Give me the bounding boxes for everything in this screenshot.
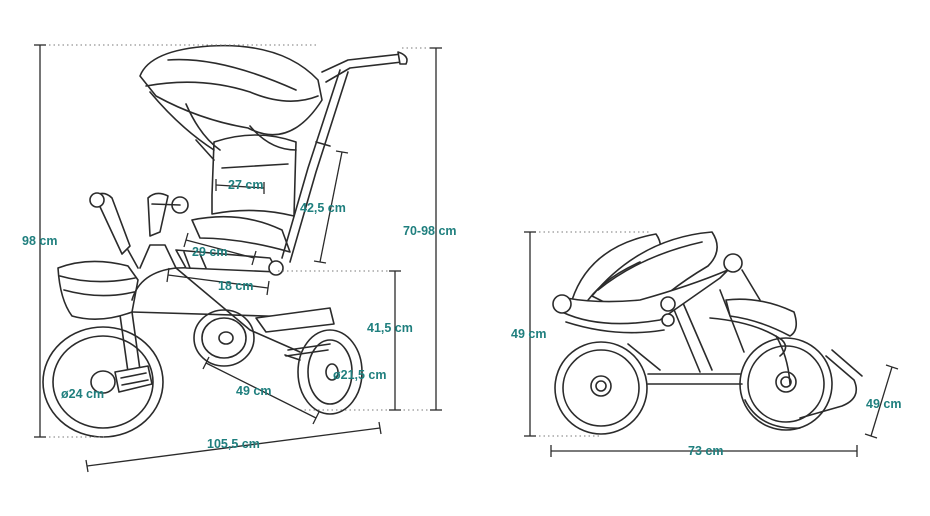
dimension-lines <box>34 44 899 473</box>
label-seat-depth: 18 cm <box>218 279 253 293</box>
label-front-wheel: ø24 cm <box>61 387 104 401</box>
label-backrest-width: 27 cm <box>228 178 263 192</box>
label-wheelbase-width: 49 cm <box>236 384 271 398</box>
label-folded-width: 49 cm <box>866 397 901 411</box>
label-folded-length: 73 cm <box>688 444 723 458</box>
label-seat-height: 41,5 cm <box>367 321 413 335</box>
label-backrest-height: 42,5 cm <box>300 201 346 215</box>
stroller-folded-drawing <box>552 231 863 435</box>
stroller-unfolded-drawing <box>42 44 408 438</box>
label-total-length: 105,5 cm <box>207 437 260 451</box>
label-seat-width: 29 cm <box>192 245 227 259</box>
label-total-height: 98 cm <box>22 234 57 248</box>
dimension-labels: 98 cm 70-98 cm 27 cm 42,5 cm 29 cm 18 cm… <box>22 178 901 458</box>
label-handle-height: 70-98 cm <box>403 224 457 238</box>
label-folded-height: 49 cm <box>511 327 546 341</box>
label-rear-wheel: ø21,5 cm <box>333 368 387 382</box>
